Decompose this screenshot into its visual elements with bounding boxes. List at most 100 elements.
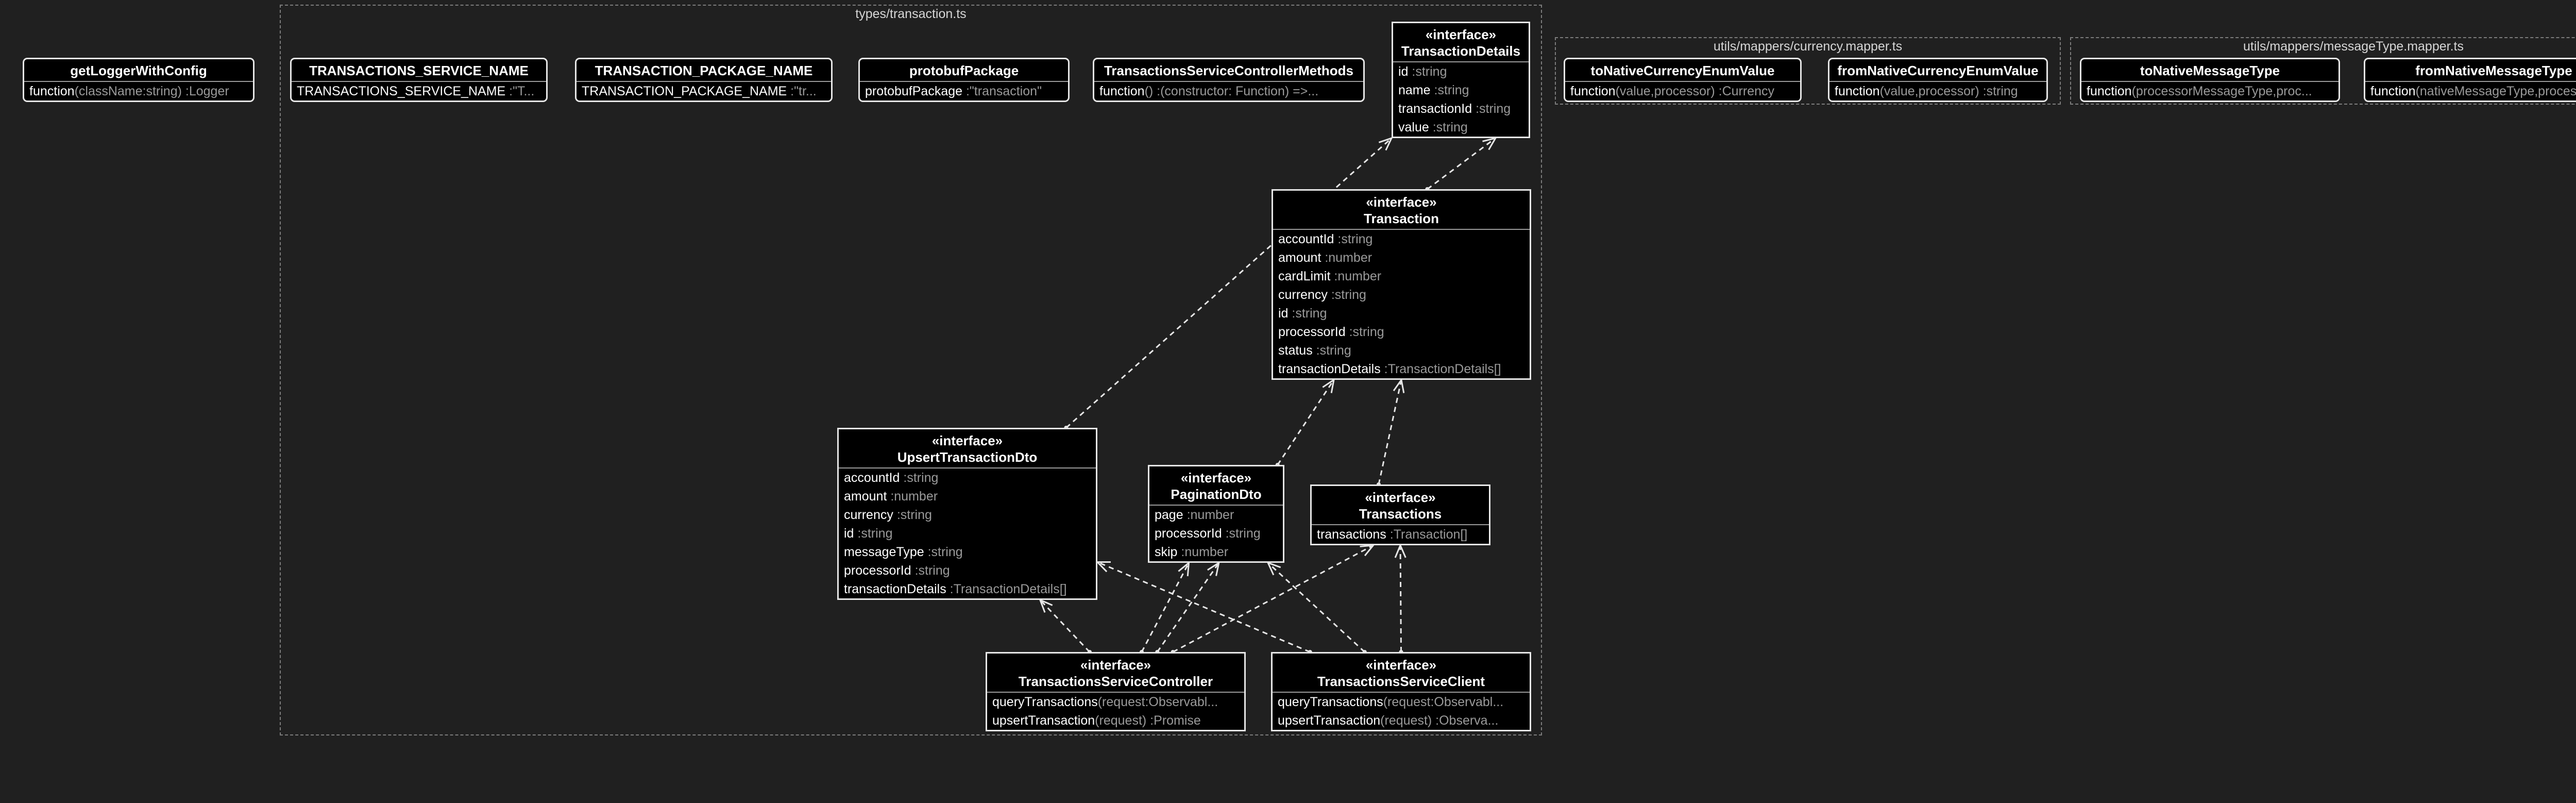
member-row: id :string [1273, 304, 1530, 323]
member-name: function [1835, 84, 1880, 98]
node-to-currency[interactable]: toNativeCurrencyEnumValue function(value,… [1564, 58, 1802, 102]
member-name: transactions [1317, 527, 1386, 542]
member-type: (value,processor) :string [1879, 84, 2018, 98]
member-type: :number [1330, 269, 1382, 283]
node-header: protobufPackage [860, 59, 1068, 82]
member-name: processorId [1155, 526, 1222, 541]
member-type: :number [1183, 508, 1234, 522]
node-name: getLoggerWithConfig [70, 63, 207, 78]
member-type: :Transaction[] [1386, 527, 1468, 542]
node-ctrl-methods[interactable]: TransactionsServiceControllerMethods func… [1093, 58, 1365, 102]
member-row: amount :number [839, 487, 1096, 506]
member-row: id :string [839, 524, 1096, 543]
stereotype-label: «interface» [1080, 657, 1151, 673]
member-name: TRANSACTIONS_SERVICE_NAME [297, 84, 506, 98]
member-type: :string [1312, 343, 1351, 358]
member-name: function [2370, 84, 2416, 98]
member-row: processorId :string [1273, 323, 1530, 341]
node-header: «interface»TransactionDetails [1393, 23, 1529, 62]
member-name: currency [844, 508, 893, 522]
member-type: () :(constructor: Function) =>... [1144, 84, 1319, 98]
node-name: protobufPackage [909, 63, 1019, 78]
member-type: :"tr... [787, 84, 817, 98]
member-row: name :string [1393, 81, 1529, 99]
member-name: value [1398, 120, 1429, 135]
node-name: TransactionsServiceClient [1317, 674, 1485, 689]
member-type: (request) :Promise [1095, 713, 1201, 728]
member-type: (request:Observabl... [1097, 695, 1218, 709]
member-name: amount [1278, 250, 1321, 265]
member-type: :number [1177, 545, 1229, 559]
member-name: messageType [844, 545, 924, 559]
node-header: «interface»UpsertTransactionDto [839, 429, 1096, 469]
member-type: :string [1288, 306, 1327, 321]
member-row: TRANSACTIONS_SERVICE_NAME :"T... [292, 82, 546, 101]
member-row: upsertTransaction(request) :Promise [987, 711, 1244, 730]
member-type: :string [1222, 526, 1261, 541]
member-name: transactionDetails [1278, 362, 1381, 376]
member-type: :TransactionDetails[] [946, 582, 1067, 596]
member-row: cardLimit :number [1273, 267, 1530, 286]
member-row: id :string [1393, 62, 1529, 81]
member-name: cardLimit [1278, 269, 1331, 283]
node-name: PaginationDto [1171, 487, 1262, 502]
node-name: TRANSACTIONS_SERVICE_NAME [309, 63, 529, 78]
stereotype-label: «interface» [1365, 657, 1437, 673]
member-type: (className:string) :Logger [74, 84, 229, 98]
node-header: TRANSACTIONS_SERVICE_NAME [292, 59, 546, 82]
member-row: function(value,processor) :Currency [1565, 82, 1800, 101]
member-row: function(nativeMessageType,process... [2365, 82, 2576, 101]
member-name: id [844, 526, 854, 541]
package-currency: utils/mappers/currency.mapper.ts [1555, 37, 2061, 105]
member-name: function [1099, 84, 1145, 98]
node-header: getLoggerWithConfig [24, 59, 253, 82]
node-protobuf[interactable]: protobufPackage protobufPackage :"transac… [858, 58, 1070, 102]
member-name: TRANSACTION_PACKAGE_NAME [582, 84, 787, 98]
node-logger[interactable]: getLoggerWithConfig function(className:st… [23, 58, 255, 102]
member-row: accountId :string [839, 469, 1096, 487]
member-name: page [1155, 508, 1183, 522]
member-row: page :number [1149, 506, 1283, 524]
node-name: TransactionsServiceController [1018, 674, 1213, 689]
member-name: processorId [844, 563, 911, 578]
member-row: processorId :string [1149, 524, 1283, 543]
member-name: function [1570, 84, 1616, 98]
package-types: types/transaction.ts [280, 5, 1542, 735]
member-type: :TransactionDetails[] [1380, 362, 1501, 376]
member-name: function [29, 84, 75, 98]
member-row: transactionId :string [1393, 99, 1529, 118]
stereotype-label: «interface» [1366, 194, 1437, 210]
member-row: protobufPackage :"transaction" [860, 82, 1068, 101]
member-name: transactionId [1398, 102, 1472, 116]
member-name: queryTransactions [992, 695, 1098, 709]
node-name: toNativeCurrencyEnumValue [1590, 63, 1775, 78]
member-type: :"transaction" [962, 84, 1042, 98]
member-name: upsertTransaction [992, 713, 1095, 728]
member-row: transactionDetails :TransactionDetails[] [839, 580, 1096, 598]
member-name: currency [1278, 288, 1328, 302]
member-row: queryTransactions(request:Observabl... [1273, 693, 1530, 711]
member-name: id [1278, 306, 1289, 321]
member-row: function(processorMessageType,proc... [2081, 82, 2338, 101]
node-name: fromNativeCurrencyEnumValue [1837, 63, 2039, 78]
member-name: accountId [1278, 232, 1334, 246]
member-type: :string [1472, 102, 1511, 116]
member-type: :string [1334, 232, 1373, 246]
member-type: (request) :Observa... [1380, 713, 1499, 728]
node-header: «interface»TransactionsServiceClient [1273, 654, 1530, 693]
node-controller[interactable]: «interface»TransactionsServiceController… [986, 652, 1246, 731]
node-header: toNativeCurrencyEnumValue [1565, 59, 1800, 82]
node-header: TransactionsServiceControllerMethods [1094, 59, 1363, 82]
node-from-currency[interactable]: fromNativeCurrencyEnumValue function(valu… [1828, 58, 2048, 102]
